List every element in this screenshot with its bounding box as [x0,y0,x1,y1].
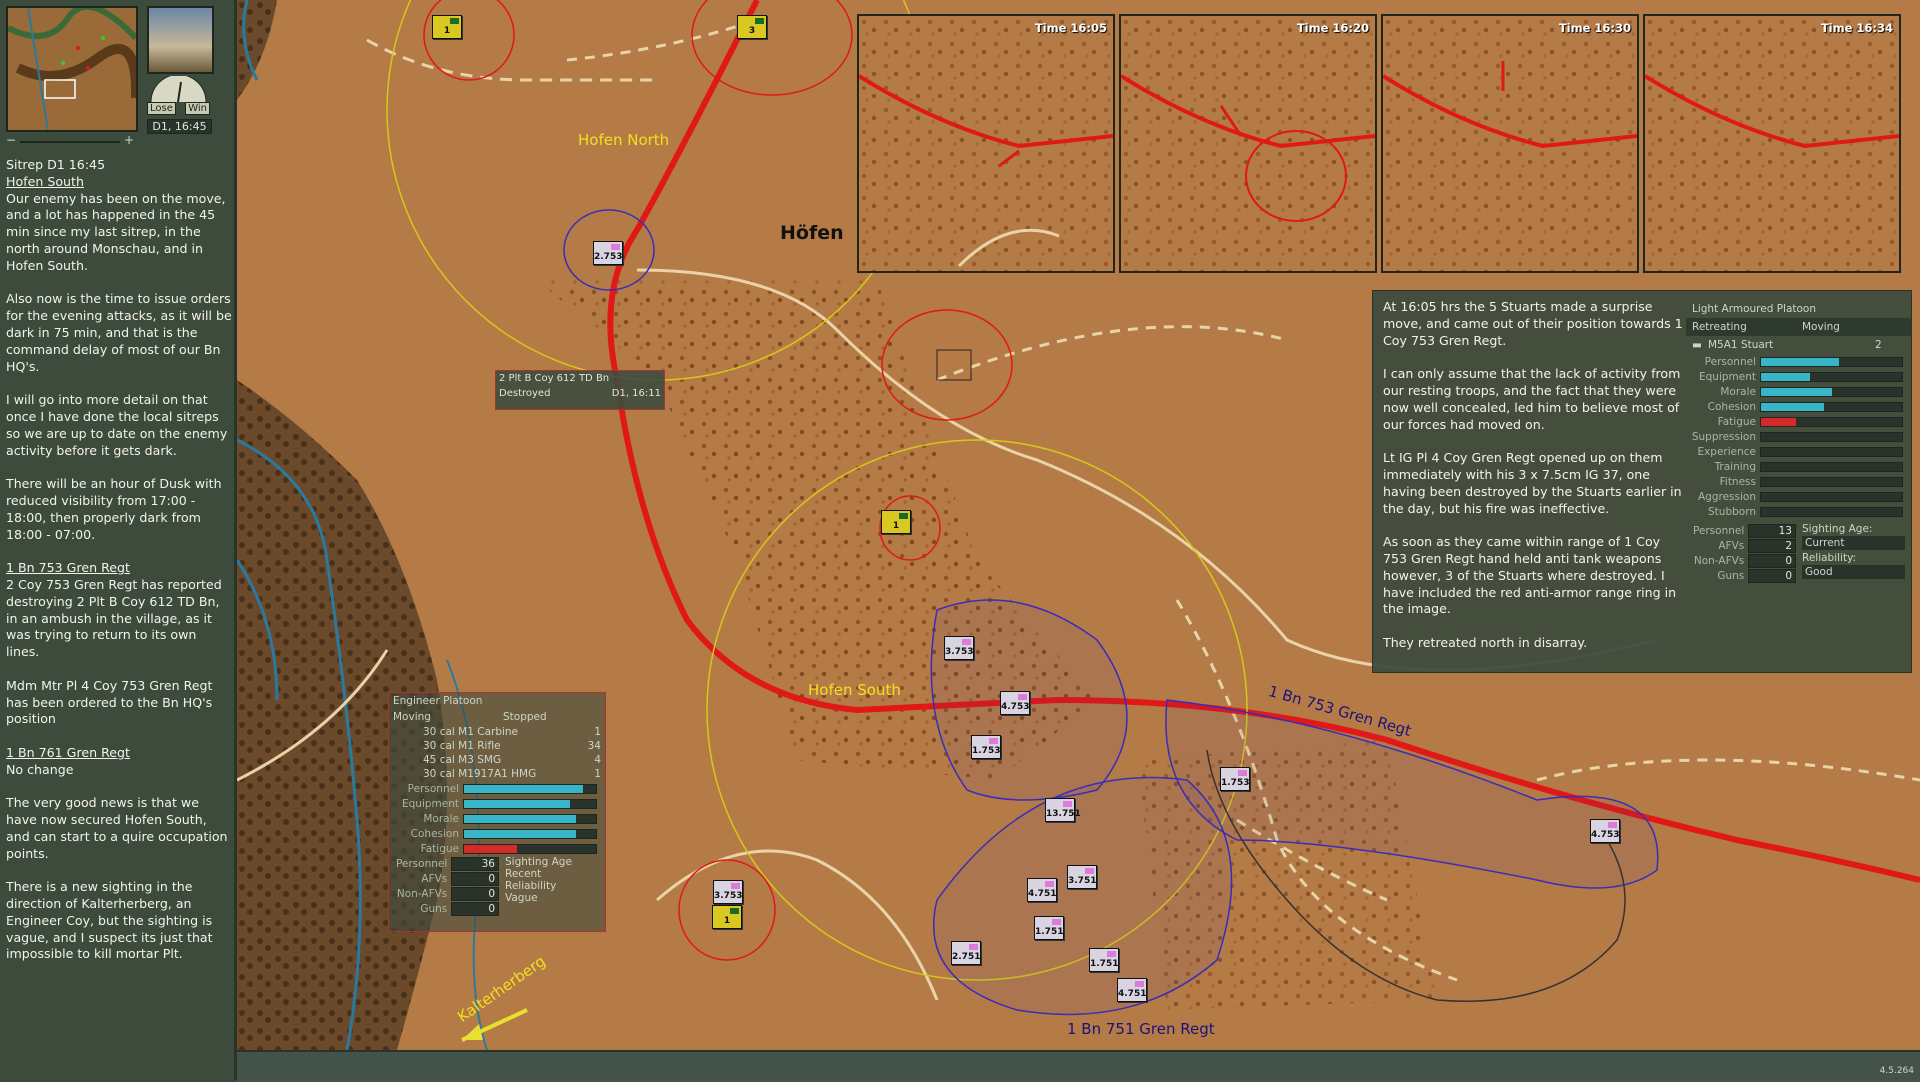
stat-row: Suppression [1686,429,1911,444]
sitrep-heading: Hofen South [6,173,84,189]
sitrep-paragraph: Also now is the time to issue orders for… [6,291,236,374]
zoom-out-icon[interactable]: − [6,133,17,147]
enemy-counter-1[interactable]: 1 [432,15,462,39]
narrative-paragraph: I can only assume that the lack of activ… [1383,366,1681,432]
game-clock: D1, 16:45 [147,119,212,134]
unit-counter-3753a[interactable]: 3.753 [944,636,974,660]
unit-counter-4751a[interactable]: 4.751 [1027,878,1057,902]
sitrep-paragraph: Our enemy has been on the move, and a lo… [6,190,230,273]
destroyed-time: D1, 16:11 [611,388,661,399]
thumb-1620: Time 16:20 [1119,14,1377,273]
gauge-win-label: Win [185,102,210,115]
reliability-label: Reliability: [1802,552,1857,564]
unit-status: Retreating [1692,321,1747,333]
stat-fill [1761,387,1832,396]
victory-gauge: Lose Win [147,74,210,116]
unit-counter-4751b[interactable]: 4.751 [1117,978,1147,1002]
stat-fill [1761,402,1825,411]
reliability-value: Good [1802,565,1905,579]
unit-counter-1751a[interactable]: 1.751 [1034,916,1064,940]
zoom-bar[interactable]: − + [6,133,134,147]
minimap[interactable] [6,6,138,132]
gauge-lose-label: Lose [147,102,176,115]
unit-vehicle: M5A1 Stuart [1708,339,1774,351]
unit-counter-1753a[interactable]: 1.753 [971,735,1001,759]
unit-counter-1753b[interactable]: 1.753 [1220,767,1250,791]
sitrep-subheading: 1 Bn 753 Gren Regt [6,560,130,576]
narrative-paragraph: As soon as they came within range of 1 C… [1383,534,1677,617]
narrative-panel: At 16:05 hrs the 5 Stuarts made a surpri… [1372,290,1912,673]
thumb-title: Time 16:20 [1296,21,1369,35]
destroyed-popup: 2 Plt B Coy 612 TD Bn Destroyed D1, 16:1… [495,370,665,410]
stat-row: Training [1686,459,1911,474]
tactical-map[interactable]: Hofen North Höfen Hofen South Kalterherb… [237,0,1920,1050]
weather-photo [147,6,214,74]
sitrep-paragraph: Mdm Mtr Pl 4 Coy 753 Gren Regt has been … [6,677,217,727]
unit-counter-2753[interactable]: 2.753 [593,241,623,265]
unit-vehicle-count: 2 [1875,339,1882,351]
sighting-age-label: Sighting Age: [1802,523,1873,535]
stat-fill [1761,417,1797,426]
stat-row: Experience [1686,444,1911,459]
sitrep-paragraph: 2 Coy 753 Gren Regt has reported destroy… [6,576,226,660]
version-label: 4.5.264 [1879,1066,1914,1076]
sitrep-paragraph: The very good news is that we have now s… [6,795,232,861]
stat-fill [1761,372,1811,381]
unit-mode: Moving [1802,321,1840,333]
enemy-counter-3[interactable]: 1 [881,510,911,534]
thumb-title: Time 16:34 [1820,21,1893,35]
unit-counter-3751[interactable]: 3.751 [1067,865,1097,889]
eng-panel-title: Engineer Platoon [393,695,483,707]
tank-icon: ▬ [1692,339,1702,351]
stat-row: Fatigue [1686,414,1911,429]
minimap-viewport [44,79,76,99]
sitrep-paragraph: No change [6,761,74,777]
stat-row: Fitness [1686,474,1911,489]
unit-counter-4753b[interactable]: 4.753 [1590,819,1620,843]
stat-row: Cohesion [1686,399,1911,414]
sitrep-subheading: 1 Bn 761 Gren Regt [6,744,130,760]
stat-row: Aggression [1686,489,1911,504]
thumb-1605: Time 16:05 [857,14,1115,273]
stat-row: Personnel [1686,354,1911,369]
thumb-1634: Time 16:34 [1643,14,1901,273]
map-label-hofen-north: Hofen North [578,131,670,149]
narrative-paragraph: They retreated north in disarray. [1383,634,1588,650]
sitrep-paragraph: I will go into more detail on that once … [6,392,232,458]
map-label-hofen: Höfen [780,222,844,244]
unit-counter-2751[interactable]: 2.751 [951,941,981,965]
map-label-hofen-south: Hofen South [808,681,901,699]
unit-counter-4753a[interactable]: 4.753 [1000,691,1030,715]
unit-info-panel: Light Armoured Platoon Retreating Moving… [1686,300,1911,678]
sighting-age-value: Current [1802,536,1905,550]
unit-counter-3753b[interactable]: 3.753 [713,880,743,904]
unit-counter-1751b[interactable]: 1.751 [1089,948,1119,972]
sitrep-paragraph: There will be an hour of Dusk with reduc… [6,476,226,542]
stat-row: Equipment [1686,369,1911,384]
destroyed-status: Destroyed [499,388,551,399]
stat-fill [1761,357,1839,366]
thumb-title: Time 16:30 [1558,21,1631,35]
unit-panel-title: Light Armoured Platoon [1692,303,1817,315]
enemy-counter-2[interactable]: 3 [737,15,767,39]
destroyed-unit-name: 2 Plt B Coy 612 TD Bn [499,373,610,384]
enemy-counter-4[interactable]: 1 [712,905,742,929]
map-label-1bn751: 1 Bn 751 Gren Regt [1067,1020,1215,1038]
zoom-in-icon[interactable]: + [123,133,134,147]
thumb-title: Time 16:05 [1034,21,1107,35]
thumb-1630: Time 16:30 [1381,14,1639,273]
sitrep-title: Sitrep D1 16:45 [6,157,106,172]
sitrep-paragraph: There is a new sighting in the direction… [6,879,217,962]
narrative-paragraph: Lt IG Pl 4 Coy Gren Regt opened up on th… [1383,450,1682,516]
narrative-paragraph: At 16:05 hrs the 5 Stuarts made a surpri… [1383,299,1683,348]
stat-row: Stubborn [1686,504,1911,519]
stat-row: Morale [1686,384,1911,399]
unit-counter-13751[interactable]: 13.751 [1045,798,1081,822]
bottom-bar: 4.5.264 [237,1050,1920,1082]
